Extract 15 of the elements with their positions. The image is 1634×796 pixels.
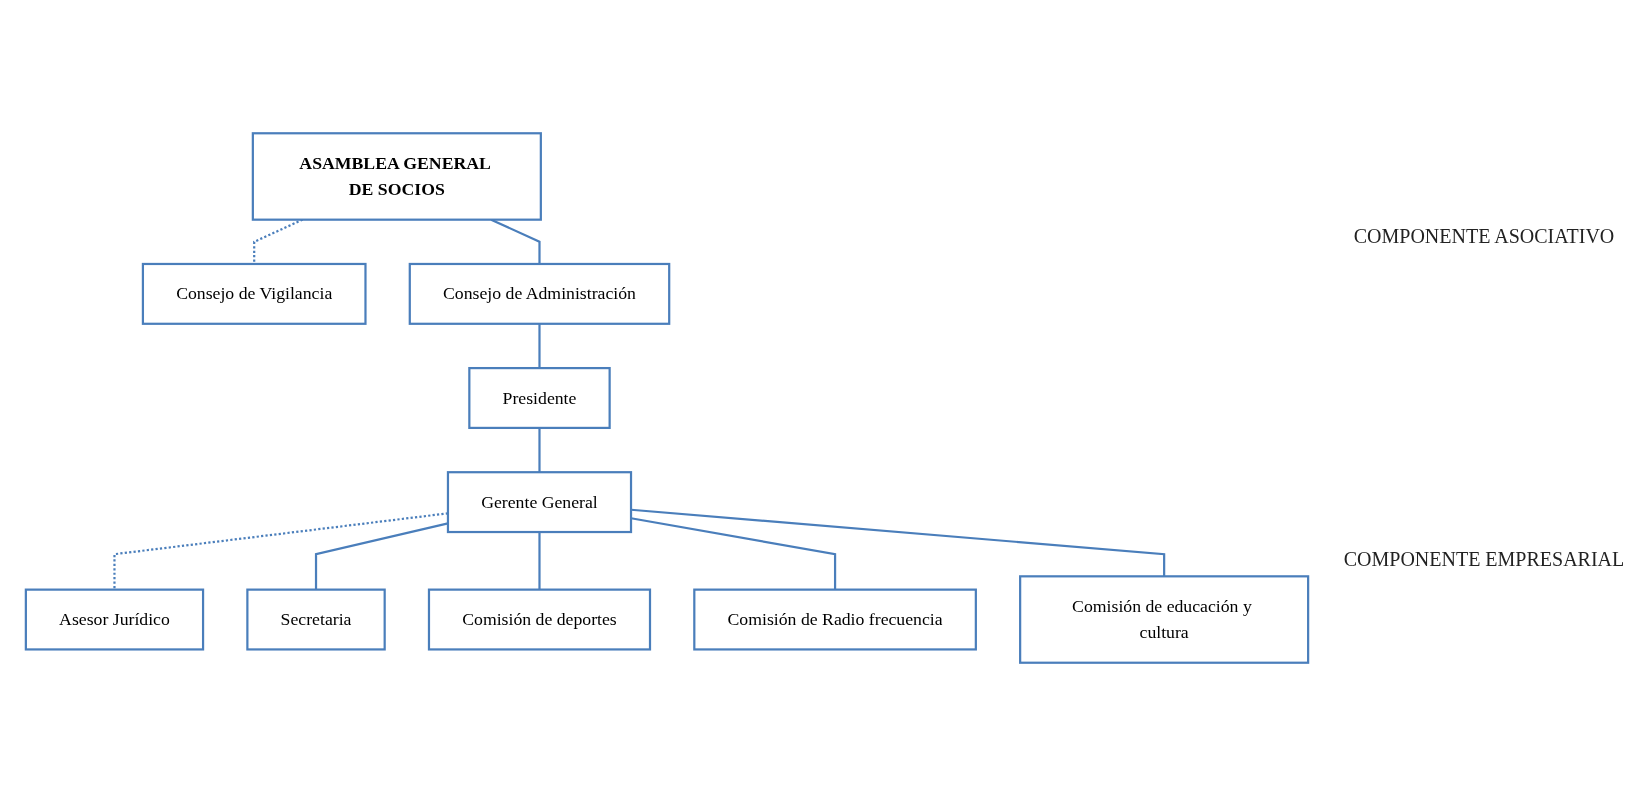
node-box: Comisión de deportes bbox=[427, 588, 652, 651]
section-label: COMPONENTE ASOCIATIVO bbox=[1352, 225, 1616, 248]
connector bbox=[538, 323, 541, 369]
node-box: Presidente bbox=[468, 366, 611, 430]
connector bbox=[538, 532, 541, 590]
node-box: Gerente General bbox=[446, 471, 633, 534]
section-label: COMPONENTE EMPRESARIAL bbox=[1342, 548, 1626, 571]
node-box: ASAMBLEA GENERAL DE SOCIOS bbox=[251, 132, 542, 221]
node-box: Consejo de Vigilancia bbox=[141, 262, 367, 325]
connector bbox=[538, 427, 541, 473]
node-box: Secretaria bbox=[246, 588, 386, 651]
node-box: Comisión de Radio frecuencia bbox=[693, 588, 977, 651]
node-box: Asesor Jurídico bbox=[24, 588, 205, 651]
node-box: Comisión de educación y cultura bbox=[1019, 575, 1310, 664]
node-box: Consejo de Administración bbox=[408, 262, 671, 325]
